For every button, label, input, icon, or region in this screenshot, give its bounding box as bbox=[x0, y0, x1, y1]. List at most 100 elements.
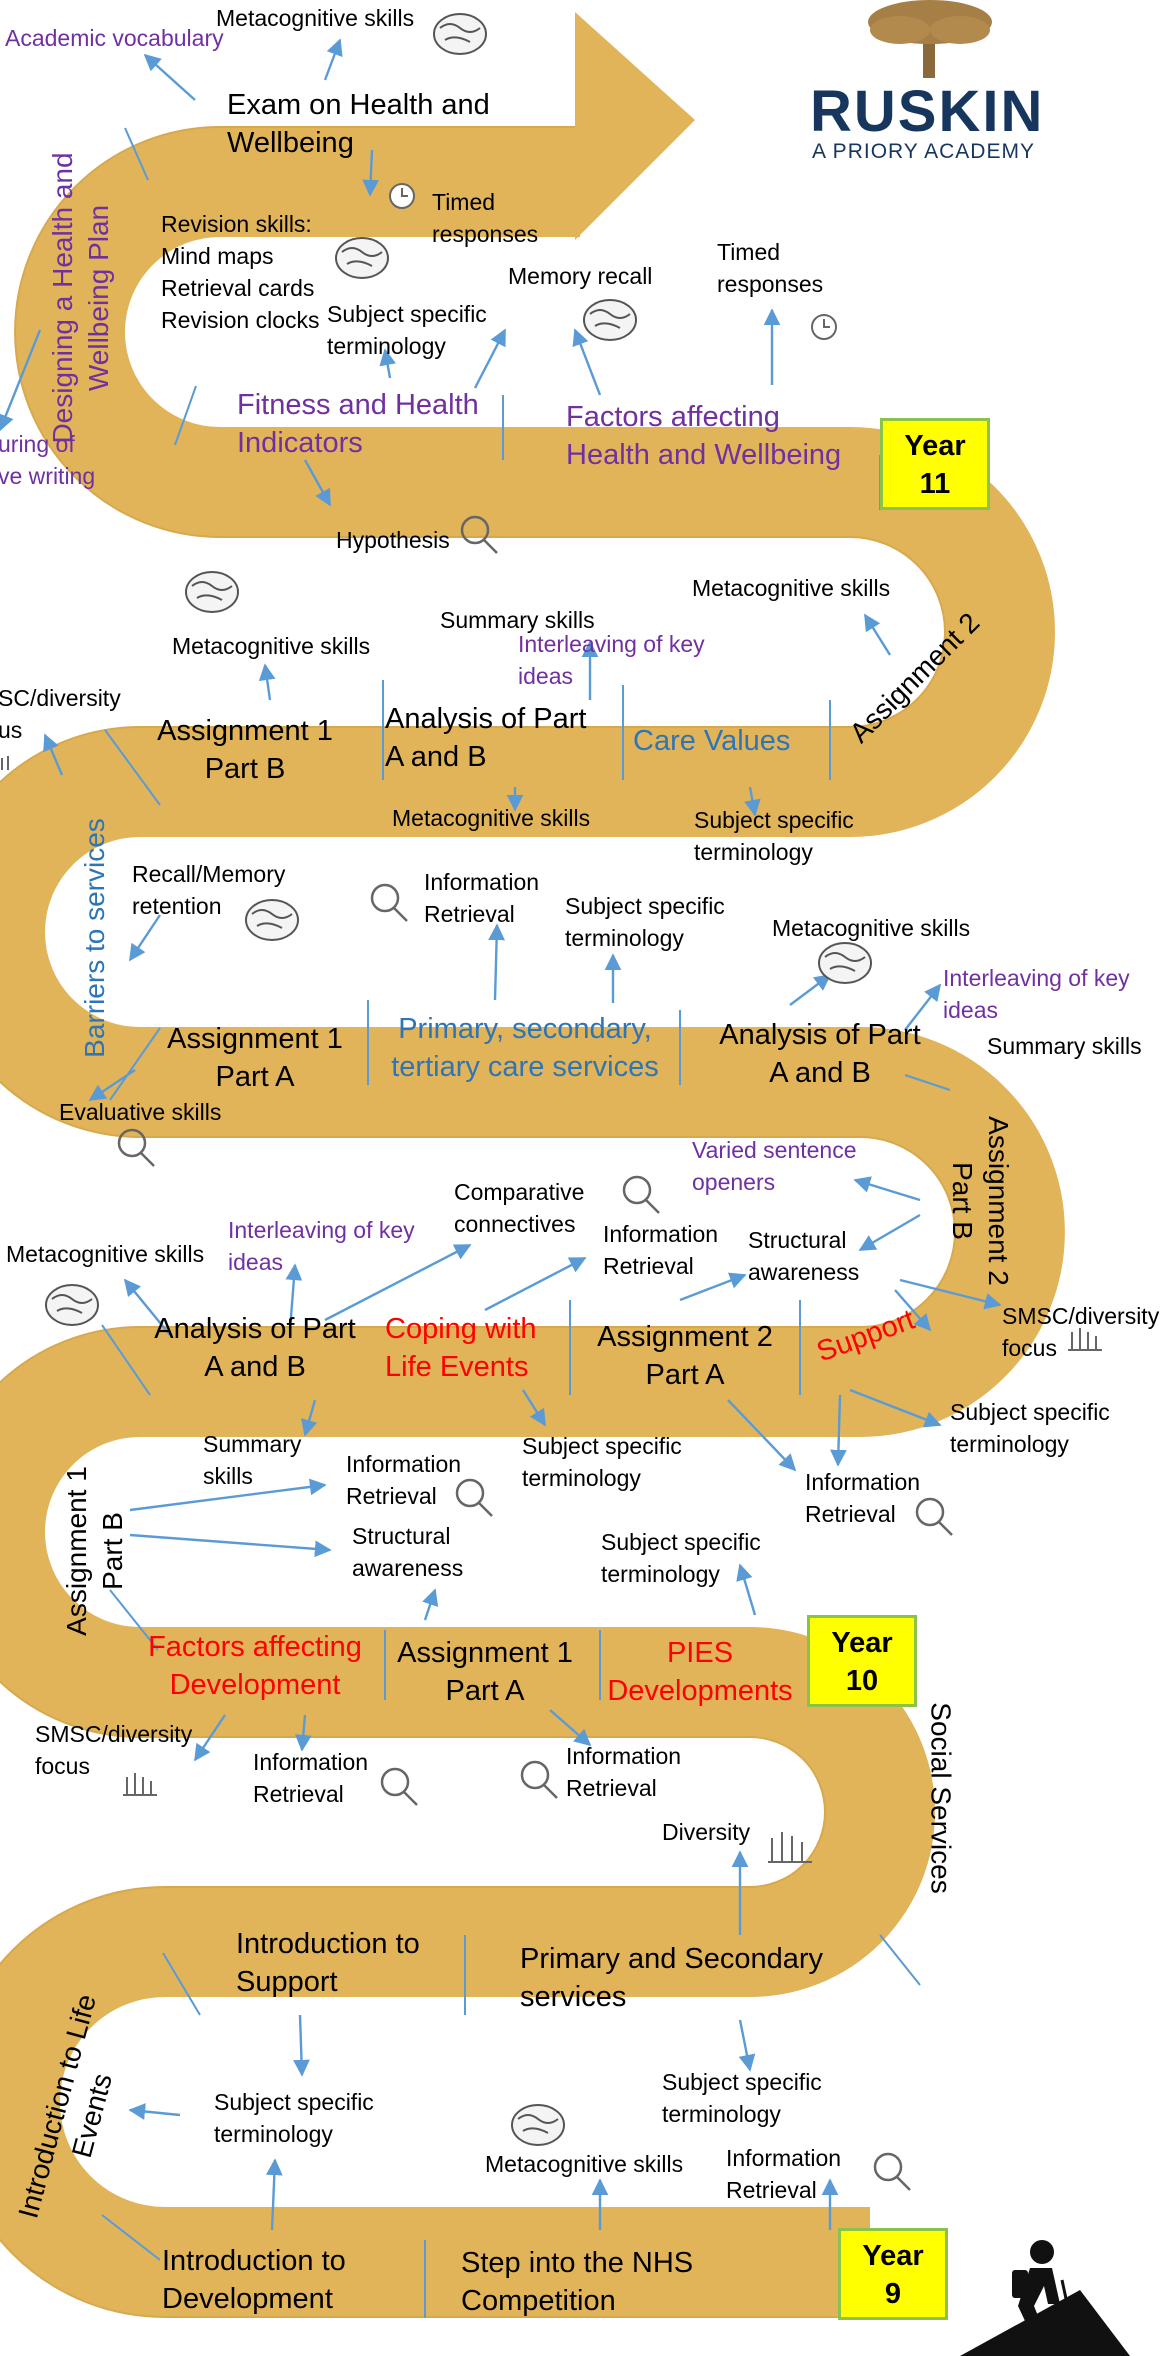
topic-a1b-y10: Assignment 1 Part B bbox=[61, 1466, 128, 1636]
skill-meta-y11-left: Metacognitive skills bbox=[172, 633, 371, 659]
topic-a2b-y10: Assignment 2 Part B bbox=[947, 1116, 1014, 1286]
skill-hypothesis: Hypothesis bbox=[336, 527, 450, 553]
magnifier-icon bbox=[380, 1767, 418, 1806]
skill-smsc-left: SC/diversity us bbox=[0, 685, 121, 743]
raised-hands-icon bbox=[1068, 1328, 1102, 1351]
magnifier-icon bbox=[117, 1128, 155, 1167]
logo-tagline: A PRIORY ACADEMY bbox=[812, 140, 1035, 163]
skill-structural-y10-b: Structural awareness bbox=[352, 1523, 464, 1581]
brain-icon bbox=[45, 1284, 99, 1326]
skill-meta-y10: Metacognitive skills bbox=[6, 1241, 205, 1267]
brain-icon bbox=[818, 942, 872, 984]
skill-subject-y10-lower: Subject specific terminology bbox=[601, 1529, 761, 1587]
topic-exam: Exam on Health and Wellbeing bbox=[227, 89, 490, 159]
topic-factors-health: Factors affecting Health and Wellbeing bbox=[566, 401, 842, 471]
magnifier-icon bbox=[460, 515, 498, 554]
topic-intro-dev: Introduction to Development bbox=[162, 2245, 346, 2315]
skill-meta-y11-right: Metacognitive skills bbox=[692, 575, 891, 601]
raised-hands-icon bbox=[768, 1832, 812, 1863]
skill-summary-y10: Summary skills bbox=[203, 1431, 302, 1489]
topic-care-values: Care Values bbox=[633, 725, 791, 757]
topic-analysis-y11-upper: Analysis of Part A and B bbox=[385, 703, 587, 773]
skill-meta-y11-lower: Metacognitive skills bbox=[772, 915, 971, 941]
logo-tree-icon bbox=[868, 0, 992, 78]
skill-summary-y11: Summary skills bbox=[440, 607, 595, 633]
topic-a2a-y10: Assignment 2 Part A bbox=[597, 1321, 773, 1391]
magnifier-icon bbox=[915, 1497, 953, 1536]
topic-designing-plan: Designing a Health and Wellbeing Plan bbox=[47, 152, 114, 444]
skill-recall-memory: Recall/Memory retention bbox=[132, 861, 286, 919]
skill-subject-y11-lower: Subject specific terminology bbox=[565, 893, 725, 951]
logo-wordmark: RUSKIN bbox=[810, 79, 1045, 144]
raised-hands-icon bbox=[1, 756, 9, 770]
brain-icons bbox=[45, 13, 872, 2146]
topic-intro-support: Introduction to Support bbox=[236, 1928, 420, 1998]
topic-coping: Coping with Life Events bbox=[385, 1313, 537, 1383]
year-10-box: Year 10 bbox=[807, 1615, 917, 1707]
segment-dividers bbox=[101, 127, 951, 2318]
topic-primary-tertiary: Primary, secondary, tertiary care servic… bbox=[391, 1013, 659, 1083]
skill-meta-y11-mid: Metacognitive skills bbox=[392, 805, 591, 831]
skill-meta-top: Metacognitive skills bbox=[216, 5, 415, 31]
magnifier-icon bbox=[622, 1175, 660, 1214]
year-9-box: Year 9 bbox=[838, 2228, 948, 2320]
skill-comparative: Comparative connectives bbox=[454, 1179, 585, 1237]
skill-smsc-y10-right: SMSC/diversity focus bbox=[1002, 1303, 1160, 1361]
skill-info-y10-a: Information Retrieval bbox=[603, 1221, 719, 1279]
skill-subject-top: Subject specific terminology bbox=[327, 301, 487, 359]
topic-primary-secondary: Primary and Secondary services bbox=[520, 1943, 824, 2013]
skill-interleave-y10: Interleaving of key ideas bbox=[228, 1217, 415, 1275]
brain-icon bbox=[335, 237, 389, 279]
brain-icon bbox=[511, 2104, 565, 2146]
topic-social-services: Social Services bbox=[925, 1702, 957, 1894]
skill-subject-y9-right: Subject specific terminology bbox=[662, 2069, 822, 2127]
topic-fitness-indicators: Fitness and Health Indicators bbox=[237, 389, 479, 459]
magnifier-icon bbox=[455, 1478, 493, 1517]
skill-timed-1: Timed responses bbox=[432, 189, 539, 247]
magnifier-icons bbox=[117, 515, 953, 2191]
raised-hands-icon bbox=[123, 1773, 157, 1796]
topic-analysis-y11-lower: Analysis of Part A and B bbox=[719, 1019, 921, 1089]
skill-subject-y11-mid: Subject specific terminology bbox=[694, 807, 854, 865]
skill-info-y10-c: Information Retrieval bbox=[805, 1469, 921, 1527]
skill-diversity: Diversity bbox=[662, 1819, 751, 1845]
clock-icon bbox=[811, 314, 837, 340]
skill-academic-vocab: Academic vocabulary bbox=[5, 25, 224, 51]
skill-subject-y10-mid: Subject specific terminology bbox=[522, 1433, 682, 1491]
skill-structuring: uring of ve writing bbox=[0, 431, 96, 489]
skill-meta-y9: Metacognitive skills bbox=[485, 2151, 684, 2177]
topic-pies: PIES Developments bbox=[607, 1637, 793, 1707]
magnifier-icon bbox=[520, 1760, 558, 1799]
topic-analysis-y10: Analysis of Part A and B bbox=[154, 1313, 356, 1383]
topic-a1b-y11: Assignment 1 Part B bbox=[157, 715, 333, 785]
skill-summary-y11-lower: Summary skills bbox=[987, 1033, 1142, 1059]
brain-icon bbox=[245, 899, 299, 941]
skill-timed-2: Timed responses bbox=[717, 239, 824, 297]
skill-revision: Revision skills: Mind maps Retrieval car… bbox=[161, 211, 320, 333]
skill-smsc-y10-left: SMSC/diversity focus bbox=[35, 1721, 193, 1779]
road-arrow-head bbox=[575, 12, 695, 240]
skill-info-y11: Information Retrieval bbox=[424, 869, 540, 927]
skill-memory-recall: Memory recall bbox=[508, 263, 653, 289]
skill-info-y10-d: Information Retrieval bbox=[253, 1749, 369, 1807]
skill-subject-y9-left: Subject specific terminology bbox=[214, 2089, 374, 2147]
brain-icon bbox=[433, 13, 487, 55]
road-edges bbox=[0, 126, 956, 2318]
skill-arrows bbox=[0, 38, 1002, 2231]
skill-structural-y10-a: Structural awareness bbox=[748, 1227, 860, 1285]
topic-a1a-y10: Assignment 1 Part A bbox=[397, 1637, 573, 1707]
clock-icons bbox=[389, 183, 837, 340]
topic-barriers: Barriers to services bbox=[79, 818, 110, 1058]
topic-a1a-y11: Assignment 1 Part A bbox=[167, 1023, 343, 1093]
year-11-box: Year 11 bbox=[880, 418, 990, 510]
skill-interleave-y11-lower: Interleaving of key ideas bbox=[943, 965, 1130, 1023]
skill-interleave-y11: Interleaving of key ideas bbox=[518, 631, 705, 689]
skill-subject-y10-right: Subject specific terminology bbox=[950, 1399, 1110, 1457]
brain-icon bbox=[185, 571, 239, 613]
skill-info-y10-e: Information Retrieval bbox=[566, 1743, 682, 1801]
hiker-icon bbox=[960, 2240, 1130, 2356]
brain-icon bbox=[583, 299, 637, 341]
skill-info-y10-b: Information Retrieval bbox=[346, 1451, 462, 1509]
skill-varied-openers: Varied sentence openers bbox=[692, 1137, 857, 1195]
skill-evaluative: Evaluative skills bbox=[59, 1099, 222, 1125]
